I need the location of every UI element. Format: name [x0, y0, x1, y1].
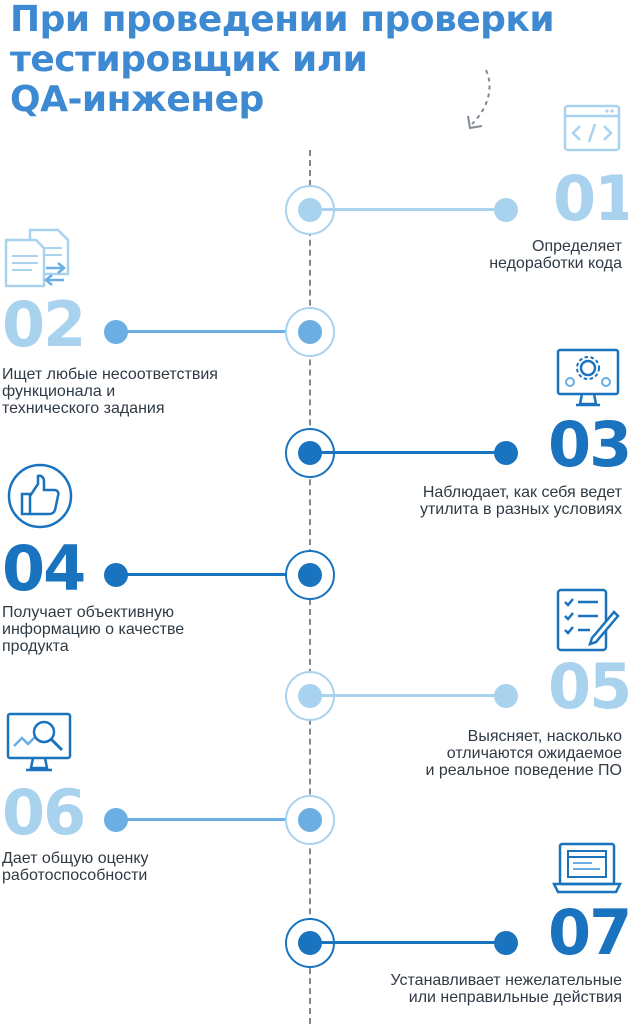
connector-end-dot-05	[494, 684, 518, 708]
thumbs-up-icon	[6, 462, 74, 530]
title-line-1: При проведении проверки	[10, 0, 555, 40]
connector-02	[116, 330, 310, 333]
timeline-node-dot-04	[298, 563, 322, 587]
monitor-gears-icon	[556, 348, 620, 410]
connector-07	[310, 941, 506, 944]
step-number-06: 06	[2, 776, 86, 849]
checklist-pen-icon	[556, 588, 620, 654]
connector-04	[116, 573, 310, 576]
timeline-node-dot-06	[298, 808, 322, 832]
page-title: При проведении проверки тестировщик или …	[10, 0, 626, 120]
documents-compare-icon	[4, 226, 72, 290]
timeline-node-dot-02	[298, 320, 322, 344]
connector-01	[310, 208, 506, 211]
monitor-magnifier-icon	[6, 712, 72, 776]
step-number-03: 03	[548, 408, 628, 481]
timeline-node-04	[285, 550, 335, 600]
connector-05	[310, 694, 506, 697]
connector-end-dot-03	[494, 441, 518, 465]
connector-03	[310, 451, 506, 454]
connector-06	[116, 818, 310, 821]
step-number-02: 02	[2, 288, 86, 361]
connector-end-dot-07	[494, 931, 518, 955]
title-line-3: QA-инженер	[10, 79, 264, 120]
connector-end-dot-01	[494, 198, 518, 222]
step-number-07: 07	[548, 896, 628, 969]
step-number-01: 01	[553, 162, 628, 235]
curved-arrow-icon	[458, 66, 498, 136]
laptop-window-icon	[552, 842, 622, 898]
title-line-2: тестировщик или	[10, 39, 368, 80]
step-number-05: 05	[548, 650, 628, 723]
code-window-icon	[563, 104, 621, 152]
step-number-04: 04	[2, 532, 86, 605]
